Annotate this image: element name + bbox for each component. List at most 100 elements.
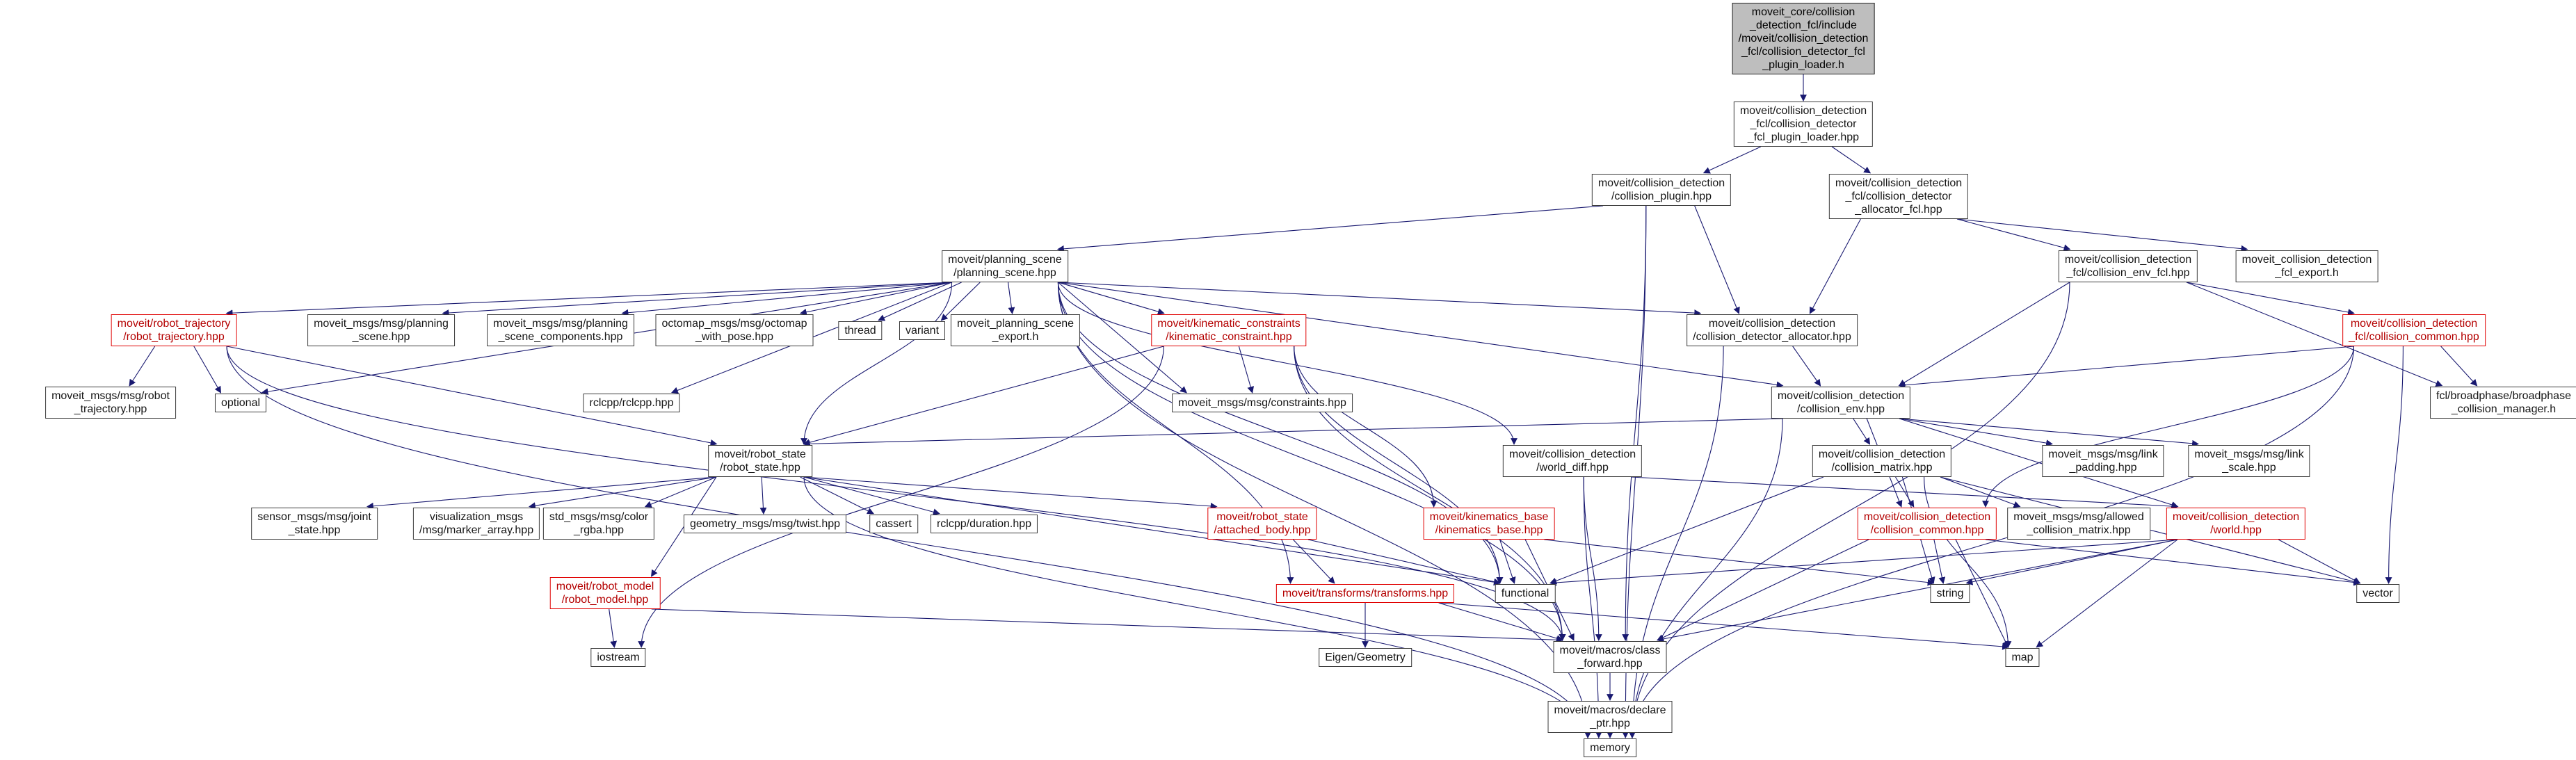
graph-node-twist[interactable]: geometry_msgs/msg/twist.hpp: [683, 515, 847, 533]
edge-collision-env-fcl--fcl-broadphase: [2186, 282, 2443, 387]
graph-node-main[interactable]: moveit_core/collision _detection_fcl/inc…: [1732, 3, 1875, 74]
edge-robot-state--twist: [759, 476, 767, 515]
graph-node-class-forward[interactable]: moveit/macros/class _forward.hpp: [1553, 641, 1667, 673]
graph-node-functional[interactable]: functional: [1495, 584, 1556, 603]
edge-collision-env--collision-matrix: [1853, 418, 1871, 445]
edge-kinematics-base--functional: [1499, 539, 1516, 584]
graph-node-link-padding[interactable]: moveit_msgs/msg/link _padding.hpp: [2042, 445, 2164, 477]
edge-planning-scene--octomap-with-pose: [799, 282, 952, 316]
edge-kinematics-base--string: [1544, 539, 1935, 586]
edge-kinematic-constraint--functional: [1294, 346, 1504, 584]
graph-node-link-scale[interactable]: moveit_msgs/msg/link _scale.hpp: [2188, 445, 2310, 477]
graph-node-fcl-collision-common[interactable]: moveit/collision_detection _fcl/collisio…: [2342, 314, 2486, 346]
edge-kinematic-constraint--robot-state: [803, 346, 1164, 446]
graph-node-allocator-fcl[interactable]: moveit/collision_detection _fcl/collisio…: [1828, 174, 1969, 219]
edge-world--class-forward: [1657, 539, 2178, 642]
graph-node-map[interactable]: map: [2005, 648, 2040, 667]
edge-collision-detector-allocator--memory: [1628, 346, 1724, 738]
edge-collision-common--string: [1933, 539, 1946, 584]
edge-world--vector: [2278, 539, 2361, 584]
edge-planning-scene--planning-scene-export: [1007, 282, 1015, 314]
graph-node-collision-env-fcl[interactable]: moveit/collision_detection _fcl/collisio…: [2058, 250, 2198, 282]
graph-node-msg-planning-scene-components[interactable]: moveit_msgs/msg/planning _scene_componen…: [487, 314, 634, 346]
graph-node-duration[interactable]: rclcpp/duration.hpp: [930, 515, 1038, 533]
graph-node-thread[interactable]: thread: [838, 321, 883, 340]
edge-planning-scene--msg-planning-scene-components: [621, 282, 952, 316]
edge-plugin-loader-hpp--allocator-fcl: [1831, 146, 1871, 174]
graph-node-iostream[interactable]: iostream: [590, 648, 646, 667]
edge-collision-matrix--map: [1924, 476, 2012, 648]
graph-node-attached-body[interactable]: moveit/robot_state /attached_body.hpp: [1207, 508, 1317, 540]
graph-node-plugin-loader-hpp[interactable]: moveit/collision_detection _fcl/collisio…: [1733, 102, 1874, 147]
graph-node-rclcpp[interactable]: rclcpp/rclcpp.hpp: [583, 394, 680, 412]
edge-robot-state--memory: [803, 476, 1591, 738]
edge-robot-trajectory--optional: [193, 346, 221, 394]
graph-node-msg-constraints[interactable]: moveit_msgs/msg/constraints.hpp: [1172, 394, 1353, 412]
graph-node-robot-state[interactable]: moveit/robot_state /robot_state.hpp: [708, 445, 812, 477]
edge-robot-model--class-forward: [651, 608, 1564, 644]
edge-allocator-fcl--collision-detector-allocator: [1809, 218, 1861, 314]
edge-world--string: [1965, 539, 2178, 585]
edge-collision-plugin--planning-scene: [1056, 205, 1604, 252]
edge-collision-env-fcl--fcl-collision-common: [2186, 282, 2355, 316]
edge-collision-env-fcl--collision-env: [1898, 282, 2070, 387]
graph-node-joint-state[interactable]: sensor_msgs/msg/joint _state.hpp: [251, 508, 378, 540]
edge-attached-body--functional: [1307, 539, 1501, 585]
edge-world--map: [2036, 539, 2178, 648]
edge-planning-scene--robot-trajectory: [225, 282, 952, 317]
edge-planning-scene--msg-planning-scene: [442, 282, 952, 316]
edge-robot-trajectory--class-forward: [226, 346, 1566, 641]
edge-robot-state--marker-array: [528, 476, 717, 510]
edge-transforms--class-forward: [1438, 602, 1563, 642]
edge-collision-detector-allocator--collision-env: [1792, 346, 1821, 387]
graph-node-collision-env[interactable]: moveit/collision_detection /collision_en…: [1771, 387, 1911, 419]
edge-collision-env--memory: [1628, 418, 1783, 738]
graph-node-vector[interactable]: vector: [2356, 584, 2399, 603]
graph-node-memory[interactable]: memory: [1584, 738, 1636, 757]
graph-node-marker-array[interactable]: visualization_msgs /msg/marker_array.hpp: [412, 508, 540, 540]
graph-node-robot-model[interactable]: moveit/robot_model /robot_model.hpp: [549, 577, 661, 609]
edge-robot-trajectory--robot-state: [226, 346, 718, 446]
graph-node-collision-common[interactable]: moveit/collision_detection /collision_co…: [1857, 508, 1997, 540]
edge-plugin-loader-hpp--collision-plugin: [1702, 146, 1762, 174]
graph-node-robot-trajectory[interactable]: moveit/robot_trajectory /robot_trajector…: [111, 314, 237, 346]
edge-collision-matrix--allowed-collision-matrix: [1940, 476, 2021, 508]
edge-robot-state--attached-body: [803, 476, 1218, 510]
graph-node-msg-robot-trajectory[interactable]: moveit_msgs/msg/robot _trajectory.hpp: [45, 387, 176, 419]
graph-node-planning-scene[interactable]: moveit/planning_scene /planning_scene.hp…: [942, 250, 1068, 282]
graph-node-cassert[interactable]: cassert: [869, 515, 918, 533]
graph-node-color-rgba[interactable]: std_msgs/msg/color _rgba.hpp: [542, 508, 655, 540]
edge-planning-scene--class-forward: [1057, 282, 1566, 641]
graph-node-fcl-export[interactable]: moveit_collision_detection _fcl_export.h: [2235, 250, 2378, 282]
edge-robot-model--iostream: [609, 608, 618, 648]
graph-node-variant[interactable]: variant: [899, 321, 946, 340]
graph-node-world-diff[interactable]: moveit/collision_detection /world_diff.h…: [1502, 445, 1643, 477]
edge-kinematic-constraint--kinematics-base: [1294, 346, 1438, 508]
edge-allocator-fcl--fcl-export: [1956, 218, 2248, 252]
graph-node-octomap-with-pose[interactable]: octomap_msgs/msg/octomap _with_pose.hpp: [655, 314, 814, 346]
graph-node-collision-detector-allocator[interactable]: moveit/collision_detection /collision_de…: [1687, 314, 1858, 346]
graph-node-allowed-collision-matrix[interactable]: moveit_msgs/msg/allowed _collision_matri…: [2007, 508, 2150, 540]
graph-node-kinematic-constraint[interactable]: moveit/kinematic_constraints /kinematic_…: [1151, 314, 1307, 346]
edge-planning-scene--collision-detector-allocator: [1058, 282, 1702, 317]
graph-node-transforms[interactable]: moveit/transforms/transforms.hpp: [1275, 584, 1455, 603]
graph-node-planning-scene-export[interactable]: moveit_planning_scene _export.h: [950, 314, 1081, 346]
graph-node-string[interactable]: string: [1930, 584, 1970, 603]
edge-fcl-collision-common--collision-common: [1982, 346, 2355, 508]
graph-node-kinematics-base[interactable]: moveit/kinematics_base /kinematics_base.…: [1423, 508, 1555, 540]
graph-node-world[interactable]: moveit/collision_detection /world.hpp: [2166, 508, 2306, 540]
graph-node-fcl-broadphase[interactable]: fcl/broadphase/broadphase _collision_man…: [2430, 387, 2576, 419]
graph-node-eigen-geometry[interactable]: Eigen/Geometry: [1319, 648, 1412, 667]
graph-node-collision-matrix[interactable]: moveit/collision_detection /collision_ma…: [1812, 445, 1952, 477]
edge-world--functional: [1549, 539, 2178, 586]
edge-collision-common--class-forward: [1657, 539, 1869, 641]
graph-node-optional[interactable]: optional: [214, 394, 267, 412]
graph-node-declare-ptr[interactable]: moveit/macros/declare _ptr.hpp: [1547, 701, 1673, 733]
edge-world-diff--class-forward: [1583, 476, 1602, 641]
edge-collision-env--world: [1899, 418, 2179, 508]
graph-node-collision-plugin[interactable]: moveit/collision_detection /collision_pl…: [1591, 174, 1732, 206]
edge-fcl-collision-common--vector: [2385, 346, 2404, 584]
graph-node-msg-planning-scene[interactable]: moveit_msgs/msg/planning _scene.hpp: [307, 314, 455, 346]
